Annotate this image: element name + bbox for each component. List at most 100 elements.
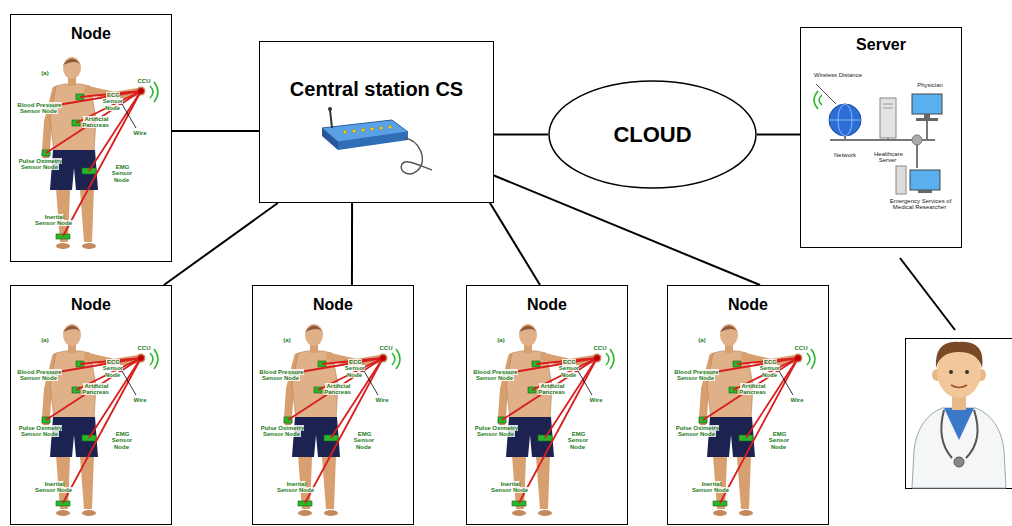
- drawing-part: [954, 457, 964, 467]
- router-icon: [322, 107, 432, 174]
- connector-line: [494, 133, 548, 135]
- label-text: Blood Pressure Sensor Node: [16, 369, 61, 381]
- label-text: CCU: [137, 78, 152, 84]
- drawing-part: [401, 138, 432, 174]
- label-text: Artificial Pancreas: [538, 383, 566, 395]
- label-text: Blood Pressure Sensor Node: [472, 369, 517, 381]
- figure-label: Blood Pressure Sensor Node: [469, 369, 521, 382]
- label-text: CCU: [379, 345, 394, 351]
- label-text: Inertial Sensor Node: [491, 481, 529, 493]
- label-text: EMG Sensor Node: [112, 431, 132, 450]
- label-text: Healthcare Server: [873, 151, 903, 163]
- connector-line: [172, 130, 259, 132]
- figure-label: Artificial Pancreas: [320, 383, 356, 396]
- label-text: Pulse Oximetry Sensor Node: [18, 425, 63, 437]
- figure-label: Blood Pressure Sensor Node: [670, 369, 722, 382]
- drawing-part: [951, 385, 967, 388]
- label-text: (a): [697, 337, 706, 343]
- server-label: Emergency Services of Medical Researcher: [886, 198, 954, 211]
- figure-label: Blood Pressure Sensor Node: [255, 369, 307, 382]
- server-label: Wireless Distance: [808, 72, 868, 78]
- drawing-part: [924, 114, 930, 118]
- drawing-part: [912, 408, 1006, 488]
- figure-label: Inertial Sensor Node: [490, 481, 530, 494]
- drawing-part: [926, 121, 928, 140]
- drawing-part: [941, 410, 977, 458]
- figure-label: Artificial Pancreas: [78, 116, 114, 129]
- figure-label: Pulse Oximetry Sensor Node: [670, 425, 724, 438]
- label-text: Pulse Oximetry Sensor Node: [18, 158, 63, 170]
- label-text: (a): [282, 337, 291, 343]
- figure-label: Wire: [787, 397, 807, 403]
- figure-label: Pulse Oximetry Sensor Node: [255, 425, 309, 438]
- drawing-part: [370, 127, 373, 130]
- figure-label: CCU: [376, 345, 396, 351]
- drawing-part: [883, 108, 893, 109]
- label-text: Wire: [589, 397, 604, 403]
- figure-label: EMG Sensor Node: [560, 431, 596, 450]
- label-text: Blood Pressure Sensor Node: [673, 369, 718, 381]
- connector-line: [351, 203, 353, 285]
- label-text: Inertial Sensor Node: [277, 481, 315, 493]
- drawing-part: [918, 190, 932, 193]
- label-text: Blood Pressure Sensor Node: [16, 102, 61, 114]
- figure-label: Inertial Sensor Node: [34, 481, 74, 494]
- label-text: Artificial Pancreas: [739, 383, 767, 395]
- figure-label: Inertial Sensor Node: [691, 481, 731, 494]
- label-text: ECG Sensor Node: [345, 359, 365, 378]
- figure-label: ECG Sensor Node: [338, 359, 372, 378]
- figure-label: CCU: [590, 345, 610, 351]
- drawing-part: [965, 370, 969, 374]
- label-text: (a): [40, 337, 49, 343]
- figure-label: (a): [38, 70, 52, 76]
- figure-label: EMG Sensor Node: [104, 164, 140, 183]
- drawing-part: [328, 107, 332, 111]
- label-text: ECG Sensor Node: [559, 359, 579, 378]
- figure-label: (a): [695, 337, 709, 343]
- node-title: Central station CS: [290, 78, 463, 101]
- figure-label: Pulse Oximetry Sensor Node: [469, 425, 523, 438]
- label-text: Wireless Distance: [813, 72, 863, 78]
- drawing-part: [388, 125, 391, 128]
- figure-label: (a): [494, 337, 508, 343]
- drawing-part: [910, 170, 940, 190]
- figure-label: ECG Sensor Node: [96, 359, 130, 378]
- label-text: Emergency Services of Medical Researcher: [889, 198, 952, 210]
- doctor-link-line: [900, 258, 955, 330]
- figure-label: EMG Sensor Node: [761, 431, 797, 450]
- node-title: CLOUD: [613, 122, 691, 147]
- label-text: Physician: [916, 82, 944, 88]
- drawing-part: [330, 110, 332, 128]
- drawing-part: [343, 130, 346, 133]
- connector-line: [757, 133, 800, 135]
- node-title: Node: [71, 25, 111, 43]
- figure-label: Artificial Pancreas: [78, 383, 114, 396]
- label-text: Wire: [375, 397, 390, 403]
- drawing-part: [322, 128, 338, 150]
- node-title: Node: [527, 296, 567, 314]
- label-text: ECG Sensor Node: [760, 359, 780, 378]
- drawing-part: [912, 94, 942, 114]
- figure-label: Artificial Pancreas: [735, 383, 771, 396]
- label-text: Artificial Pancreas: [82, 383, 110, 395]
- label-text: Inertial Sensor Node: [692, 481, 730, 493]
- drawing-part: [906, 339, 1012, 489]
- label-text: Wire: [790, 397, 805, 403]
- cloud-outline: [549, 81, 756, 188]
- label-text: Network: [833, 152, 857, 158]
- label-text: CCU: [794, 345, 809, 351]
- label-text: EMG Sensor Node: [112, 164, 132, 183]
- node-title: Server: [856, 36, 906, 54]
- cloud-ellipse: CLOUD: [548, 80, 757, 189]
- drawing-part: [883, 104, 893, 105]
- figure-label: Wire: [130, 397, 150, 403]
- drawing-part: [912, 135, 922, 145]
- label-text: (a): [496, 337, 505, 343]
- drawing-part: [814, 91, 822, 109]
- server-illustration: [814, 84, 942, 194]
- label-text: Artificial Pancreas: [324, 383, 352, 395]
- figure-label: Wire: [130, 130, 150, 136]
- node-title: Node: [728, 296, 768, 314]
- label-text: Wire: [133, 130, 148, 136]
- node-title: Node: [71, 296, 111, 314]
